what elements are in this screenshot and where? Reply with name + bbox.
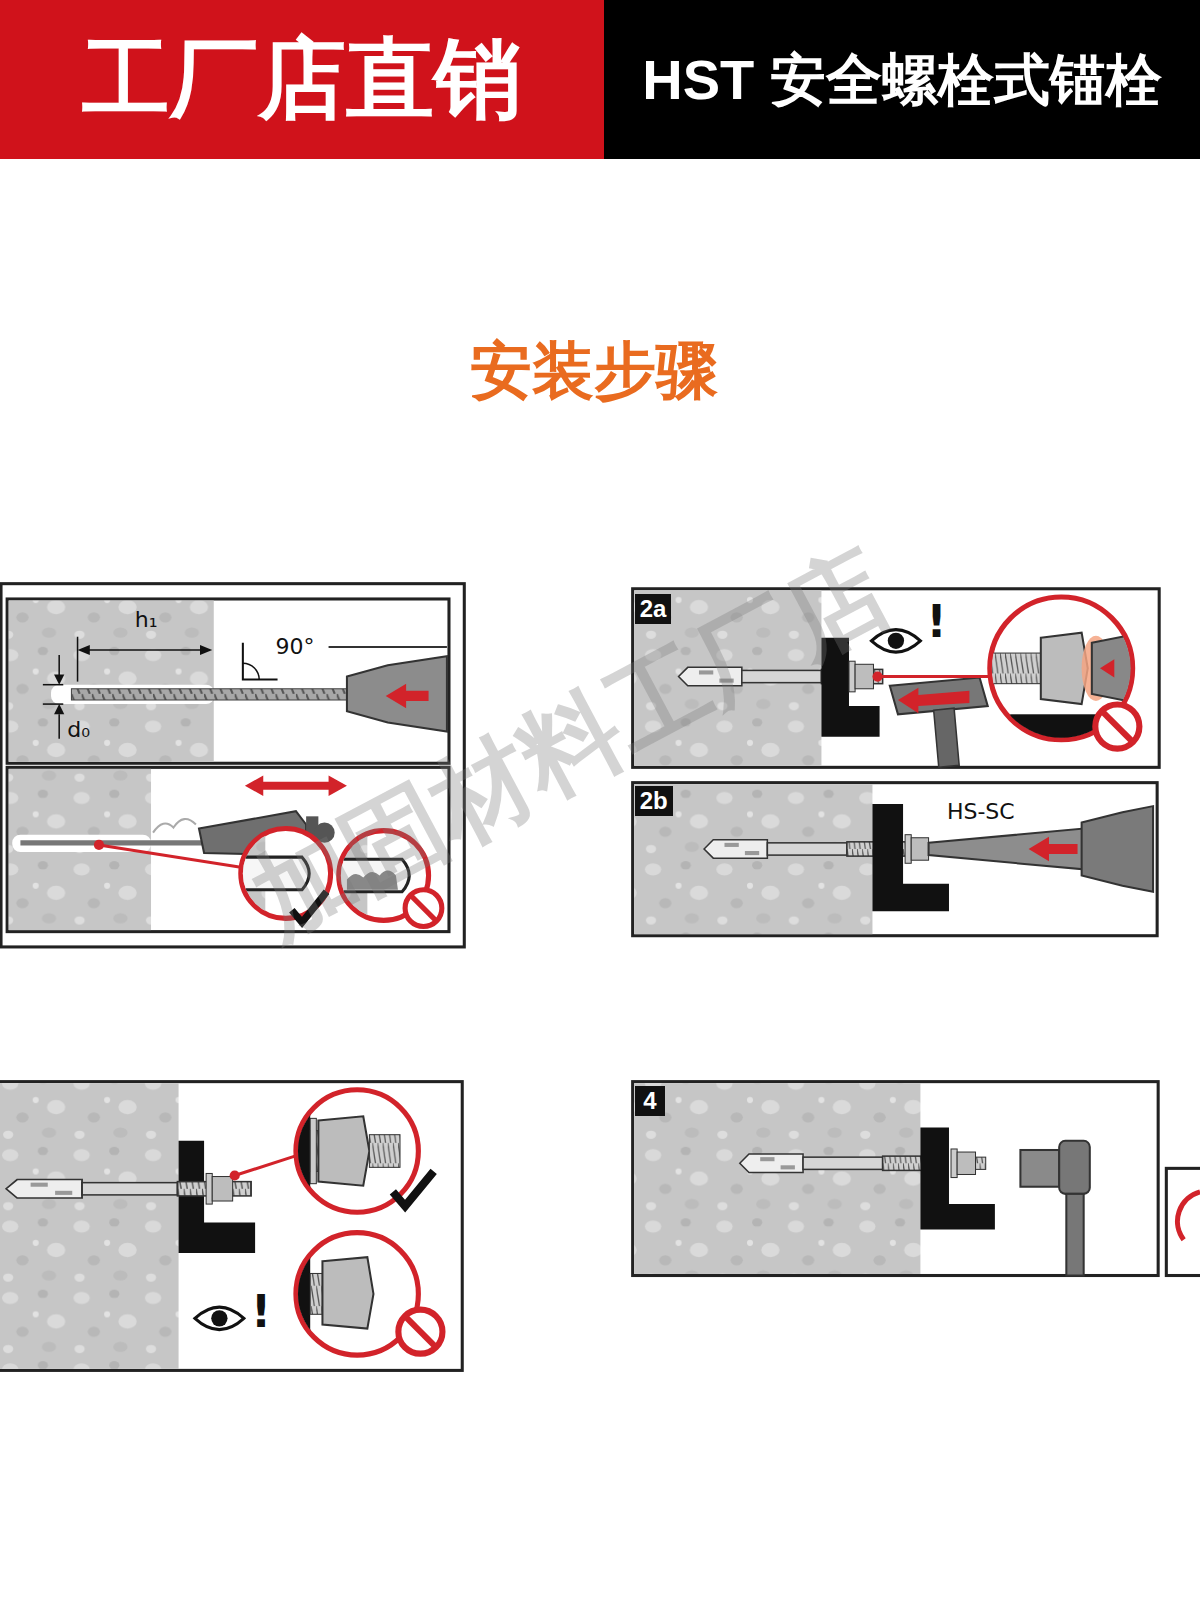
step-badge: 2b (635, 786, 673, 817)
angle-label: 90° (276, 635, 315, 659)
dimension-label: h₁ (135, 608, 158, 632)
page-title: 安装步骤 (470, 337, 718, 405)
attention-mark: ! (251, 1288, 271, 1336)
step-2b-panel (633, 783, 1157, 936)
header-text: HST 安全螺栓式锚栓 (642, 49, 1162, 111)
watermark: 加固材料工厂店 (237, 532, 907, 958)
tool-name: HS-SC (947, 800, 1015, 824)
step-3-panel (0, 1082, 462, 1371)
attention-mark: ! (927, 598, 947, 646)
header-band: HST 安全螺栓式锚栓 (604, 0, 1200, 159)
dimension-label: d₀ (67, 718, 90, 742)
step-badge: 2a (635, 594, 672, 625)
step-number: 2a (640, 596, 667, 622)
header-band: 工厂店直销 (0, 0, 604, 159)
step-badge: 4 (635, 1086, 666, 1117)
header-text: 工厂店直销 (82, 31, 522, 128)
step-number: 2b (640, 788, 668, 814)
step-4-panel (633, 1082, 1200, 1276)
step-number: 4 (643, 1088, 656, 1114)
